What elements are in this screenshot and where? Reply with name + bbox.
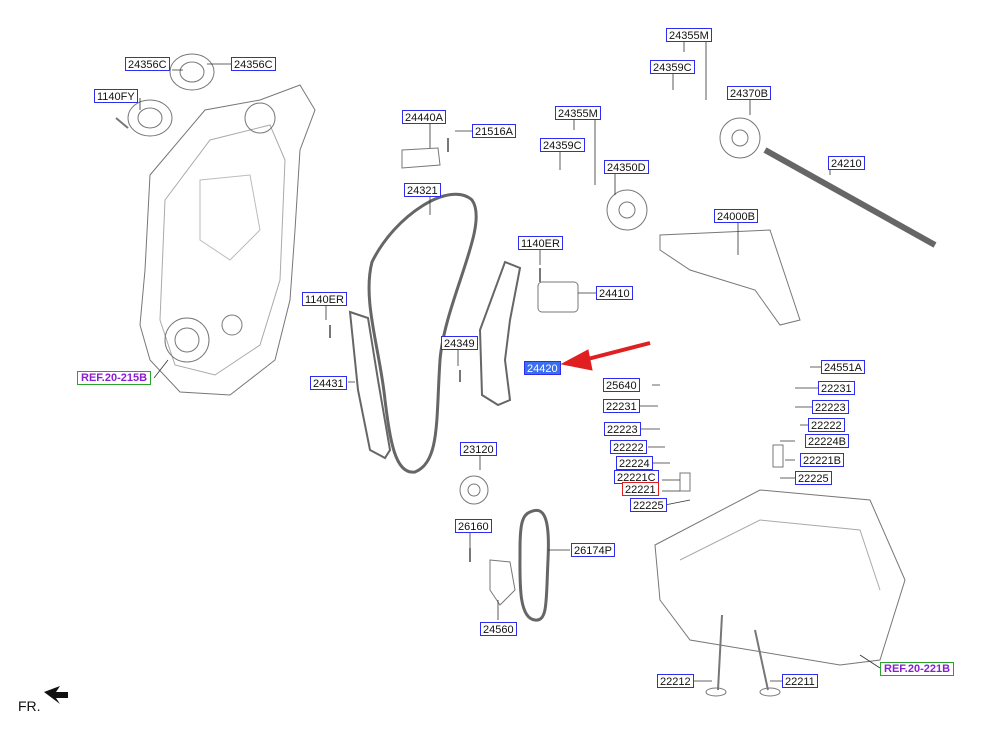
front-direction-icon bbox=[44, 686, 68, 704]
part-label-22224[interactable]: 22224 bbox=[616, 456, 653, 470]
part-label-22222[interactable]: 22222 bbox=[808, 418, 845, 432]
part-label-26160[interactable]: 26160 bbox=[455, 519, 492, 533]
part-label-22221-highlighted[interactable]: 22221 bbox=[622, 482, 659, 496]
pointer-arrow bbox=[560, 341, 651, 371]
part-label-24355M[interactable]: 24355M bbox=[555, 106, 601, 120]
part-label-24356C[interactable]: 24356C bbox=[231, 57, 276, 71]
tensioner-arm-drawing bbox=[478, 260, 522, 407]
part-label-24370B[interactable]: 24370B bbox=[727, 86, 771, 100]
part-label-22222[interactable]: 22222 bbox=[610, 440, 647, 454]
part-label-24349[interactable]: 24349 bbox=[441, 336, 478, 350]
ref-link-20-215B[interactable]: REF.20-215B bbox=[77, 371, 152, 385]
part-label-24551A[interactable]: 24551A bbox=[821, 360, 865, 374]
part-label-22223[interactable]: 22223 bbox=[604, 422, 641, 436]
part-label-23120[interactable]: 23120 bbox=[460, 442, 497, 456]
ref-link-20-221B[interactable]: REF.20-221B bbox=[880, 662, 955, 676]
part-label-24560[interactable]: 24560 bbox=[480, 622, 517, 636]
part-label-22231[interactable]: 22231 bbox=[603, 399, 640, 413]
part-label-24210[interactable]: 24210 bbox=[828, 156, 865, 170]
part-label-24321[interactable]: 24321 bbox=[404, 183, 441, 197]
part-label-22212[interactable]: 22212 bbox=[657, 674, 694, 688]
cvvt-assembly-drawing bbox=[659, 229, 801, 326]
part-label-24359C[interactable]: 24359C bbox=[540, 138, 585, 152]
part-label-25640[interactable]: 25640 bbox=[603, 378, 640, 392]
part-label-22231[interactable]: 22231 bbox=[818, 381, 855, 395]
part-label-24440A[interactable]: 24440A bbox=[402, 110, 446, 124]
timing-chain-drawing bbox=[367, 192, 478, 474]
part-label-22224B[interactable]: 22224B bbox=[805, 434, 849, 448]
seal-cap-drawing bbox=[169, 53, 215, 91]
valve-spring-drawing bbox=[772, 444, 784, 468]
timing-cover-drawing bbox=[139, 84, 316, 396]
valve-spring-drawing bbox=[679, 472, 691, 492]
oil-pump-chain-drawing bbox=[518, 508, 550, 622]
part-label-21516A[interactable]: 21516A bbox=[472, 124, 516, 138]
sprocket-drawing bbox=[719, 117, 761, 159]
part-label-24410[interactable]: 24410 bbox=[596, 286, 633, 300]
part-label-22225[interactable]: 22225 bbox=[795, 471, 832, 485]
part-label-26174P[interactable]: 26174P bbox=[571, 543, 615, 557]
part-label-22223[interactable]: 22223 bbox=[812, 400, 849, 414]
part-label-24359C[interactable]: 24359C bbox=[650, 60, 695, 74]
valve-drawing bbox=[754, 629, 769, 691]
part-label-24356C[interactable]: 24356C bbox=[125, 57, 170, 71]
part-label-22221B[interactable]: 22221B bbox=[800, 453, 844, 467]
sprocket-drawing bbox=[459, 475, 489, 505]
bracket-drawing bbox=[401, 147, 441, 169]
valve-drawing bbox=[717, 614, 723, 691]
sprocket-drawing bbox=[606, 189, 648, 231]
part-label-24350D[interactable]: 24350D bbox=[604, 160, 649, 174]
part-label-24355M[interactable]: 24355M bbox=[666, 28, 712, 42]
part-label-1140ER[interactable]: 1140ER bbox=[518, 236, 563, 250]
cylinder-head-drawing bbox=[654, 489, 906, 666]
camshaft-drawing bbox=[763, 147, 937, 248]
front-direction-label: FR. bbox=[18, 698, 41, 714]
part-label-1140FY[interactable]: 1140FY bbox=[94, 89, 138, 103]
part-label-24431[interactable]: 24431 bbox=[310, 376, 347, 390]
part-label-24000B[interactable]: 24000B bbox=[714, 209, 758, 223]
part-label-22211[interactable]: 22211 bbox=[782, 674, 818, 688]
part-label-22225[interactable]: 22225 bbox=[630, 498, 667, 512]
oil-pump-guide-drawing bbox=[489, 559, 516, 606]
chain-tensioner-drawing bbox=[537, 281, 579, 313]
part-label-1140ER[interactable]: 1140ER bbox=[302, 292, 347, 306]
part-label-24420-selected[interactable]: 24420 bbox=[524, 361, 561, 375]
seal-cap-drawing bbox=[127, 99, 173, 137]
chain-guide-drawing bbox=[348, 310, 392, 460]
